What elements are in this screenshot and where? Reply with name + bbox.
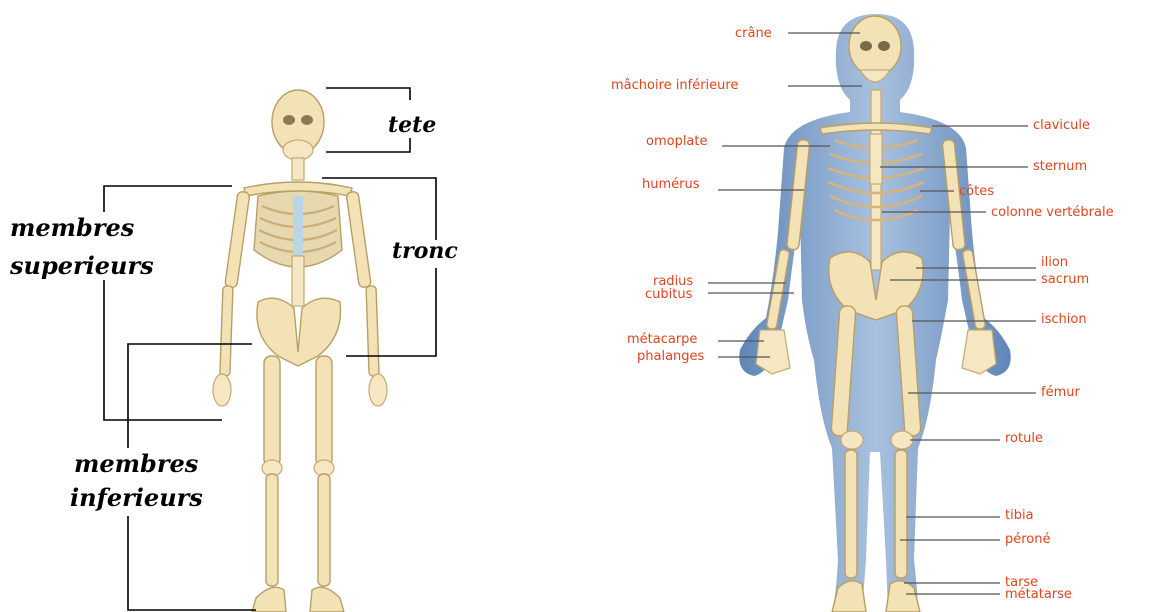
label-machoire-inferieure: mâchoire inférieure: [611, 78, 738, 93]
label-cotes: côtes: [959, 184, 994, 199]
label-metacarpe: métacarpe: [627, 332, 697, 347]
label-omoplate: omoplate: [646, 134, 708, 149]
right-skull: [849, 16, 901, 76]
label-phalanges: phalanges: [637, 349, 705, 364]
label-rotule: rotule: [1005, 431, 1043, 446]
label-tronc: tronc: [392, 238, 458, 264]
label-membres-superieurs-1: membres: [10, 213, 135, 242]
label-sacrum: sacrum: [1041, 272, 1089, 287]
label-colonne-vertebrale: colonne vertébrale: [991, 205, 1114, 220]
label-femur: fémur: [1041, 385, 1080, 400]
label-perone: péroné: [1005, 532, 1051, 547]
label-membres-inferieurs-1: membres: [74, 449, 199, 478]
label-tibia: tibia: [1005, 508, 1034, 523]
label-membres-inferieurs-2: inferieurs: [70, 483, 203, 512]
label-membres-superieurs-2: superieurs: [9, 251, 154, 280]
label-ilion: ilion: [1041, 255, 1068, 270]
label-humerus: humérus: [642, 177, 700, 192]
label-crane: crâne: [735, 26, 772, 41]
label-clavicule: clavicule: [1033, 118, 1090, 133]
label-ischion: ischion: [1041, 312, 1087, 327]
right-body-figure: [739, 14, 1010, 612]
left-skeleton-figure: [213, 90, 387, 612]
label-cubitus: cubitus: [645, 287, 693, 302]
label-metatarse: métatarse: [1005, 587, 1072, 602]
label-tete: tete: [388, 112, 436, 138]
label-sternum: sternum: [1033, 159, 1087, 174]
